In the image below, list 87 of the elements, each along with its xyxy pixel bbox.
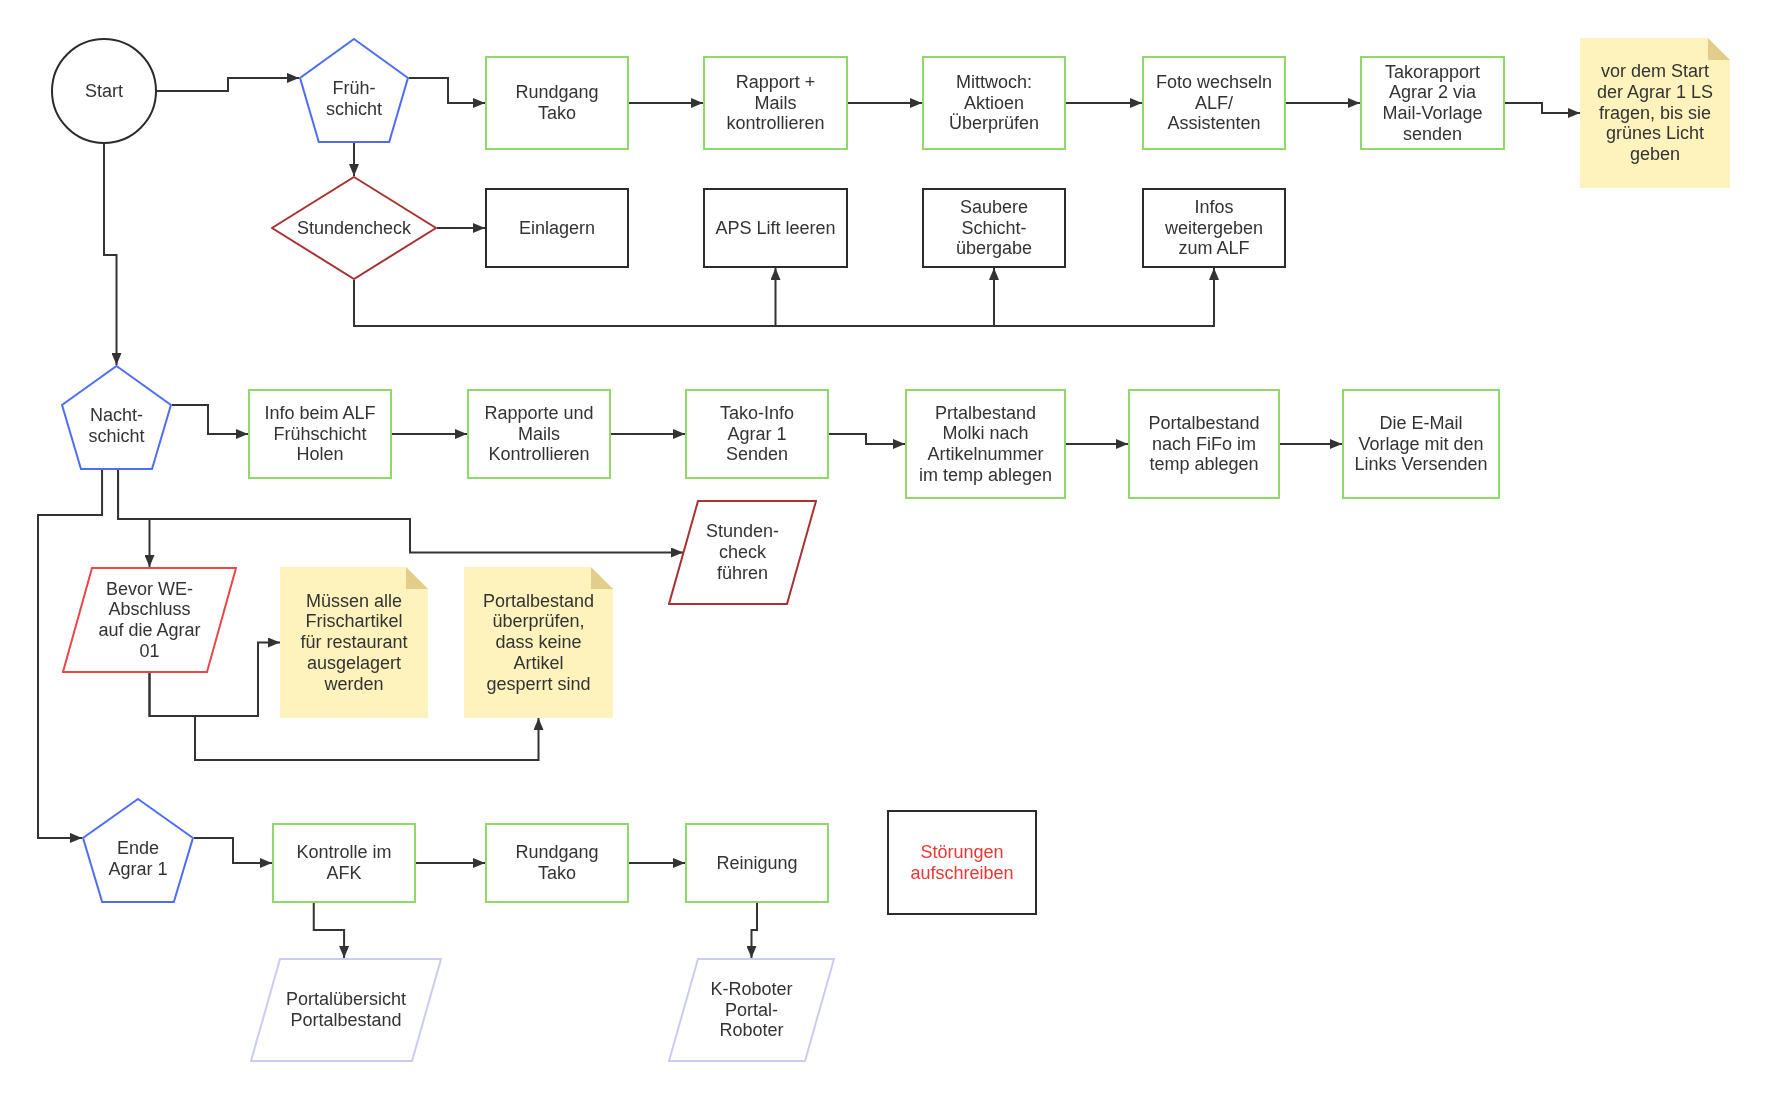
node-text: Infos weitergeben zum ALF bbox=[1163, 196, 1265, 260]
arrow bbox=[312, 902, 350, 959]
node-text: APS Lift leeren bbox=[715, 217, 836, 239]
node-text: Rundgang Tako bbox=[514, 842, 600, 884]
process-box bbox=[1128, 389, 1280, 499]
arrow bbox=[1285, 98, 1361, 108]
process-box bbox=[1360, 56, 1505, 150]
node-text: Portalübersicht Portalbestand bbox=[284, 989, 408, 1031]
arrow bbox=[1065, 98, 1143, 108]
node-text: Start bbox=[85, 80, 123, 102]
process-box bbox=[703, 188, 848, 268]
node-text: Mittwoch: Aktioen Überprüfen bbox=[947, 71, 1041, 135]
node-text: Rapport + Mails kontrollieren bbox=[725, 71, 826, 135]
decision-diamond bbox=[271, 176, 437, 280]
node-text: Rundgang Tako bbox=[514, 82, 600, 124]
process-box bbox=[467, 389, 611, 479]
node-text: vor dem Start der Agrar 1 LS fragen, bis sie grünes Licht geben bbox=[1595, 61, 1715, 165]
arrow bbox=[193, 836, 273, 868]
data-parallelogram bbox=[62, 567, 237, 673]
arrow bbox=[1279, 439, 1343, 449]
sticky-note bbox=[1580, 38, 1730, 188]
process-box bbox=[685, 389, 829, 479]
process-box bbox=[905, 389, 1066, 499]
arrow bbox=[171, 403, 249, 439]
pentagon-node bbox=[299, 38, 409, 143]
arrow bbox=[391, 429, 468, 439]
arrow bbox=[117, 469, 155, 568]
sticky-note bbox=[464, 567, 613, 718]
node-text: Foto wechseln ALF/ Assistenten bbox=[1154, 71, 1274, 135]
node-text: Die E-Mail Vorlage mit den Links Versenden bbox=[1353, 412, 1489, 476]
node-text: Bevor WE-Abschluss auf die Agrar 01 bbox=[97, 578, 202, 662]
arrow bbox=[628, 98, 704, 108]
node-text: Prtalbestand Molki nach Artikelnummer im temp ablegen bbox=[917, 402, 1054, 486]
node-text: Nacht-schicht bbox=[87, 404, 146, 447]
arrow bbox=[1504, 102, 1581, 118]
terminal-circle bbox=[51, 38, 157, 144]
arrow bbox=[436, 223, 486, 233]
arrow bbox=[746, 902, 758, 959]
node-text: Kontrolle im AFK bbox=[295, 842, 393, 884]
node-text: K-Roboter Portal-Roboter bbox=[709, 978, 794, 1042]
node-text: Tako-Info Agrar 1 Senden bbox=[718, 402, 795, 466]
process-box bbox=[272, 823, 416, 903]
arrow bbox=[148, 672, 544, 761]
node-text: Takorapport Agrar 2 via Mail-Vorlage senden bbox=[1381, 61, 1484, 145]
data-parallelogram bbox=[250, 958, 442, 1062]
arrow bbox=[103, 143, 122, 366]
arrow bbox=[1065, 439, 1129, 449]
process-box bbox=[922, 56, 1066, 150]
process-box bbox=[922, 188, 1066, 268]
arrow bbox=[847, 98, 923, 108]
node-text: Reinigung bbox=[716, 852, 798, 874]
process-box bbox=[1142, 56, 1286, 150]
node-text: Störungen aufschreiben bbox=[909, 841, 1015, 884]
process-box bbox=[703, 56, 848, 150]
sticky-note bbox=[280, 567, 428, 718]
arrow bbox=[610, 429, 686, 439]
node-text: Info beim ALF Frühschicht Holen bbox=[263, 402, 377, 466]
arrow bbox=[37, 469, 104, 843]
node-text: Stunden-check führen bbox=[704, 521, 781, 584]
data-parallelogram bbox=[668, 958, 835, 1062]
node-text: Müssen alle Frischartikel für restaurant ausgelagert werden bbox=[299, 590, 409, 695]
process-box bbox=[485, 188, 629, 268]
node-text: Ende Agrar 1 bbox=[107, 837, 169, 880]
process-box bbox=[1142, 188, 1286, 268]
arrow bbox=[628, 858, 686, 868]
pentagon-node bbox=[61, 365, 172, 470]
arrow bbox=[415, 858, 486, 868]
node-text: Stundencheck bbox=[296, 217, 412, 239]
process-box bbox=[485, 56, 629, 150]
process-box bbox=[485, 823, 629, 903]
arrow bbox=[828, 433, 906, 449]
process-box bbox=[248, 389, 392, 479]
node-text: Einlagern bbox=[518, 217, 596, 239]
arrow bbox=[408, 76, 486, 108]
process-box bbox=[685, 823, 829, 903]
arrow bbox=[156, 72, 300, 92]
arrow bbox=[349, 142, 359, 177]
process-box bbox=[887, 810, 1037, 915]
node-text: Portalbestand überprüfen, dass keine Artikel gesperrt sind bbox=[481, 590, 596, 695]
node-text: Rapporte und Mails Kontrollieren bbox=[483, 402, 595, 466]
node-text: Saubere Schicht-übergabe bbox=[954, 196, 1034, 260]
arrow bbox=[353, 267, 1219, 327]
node-text: Früh-schicht bbox=[325, 77, 383, 120]
node-text: Portalbestand nach FiFo im temp ablegen bbox=[1147, 412, 1261, 476]
data-parallelogram bbox=[668, 500, 817, 605]
process-box bbox=[1342, 389, 1500, 499]
pentagon-node bbox=[82, 798, 194, 903]
